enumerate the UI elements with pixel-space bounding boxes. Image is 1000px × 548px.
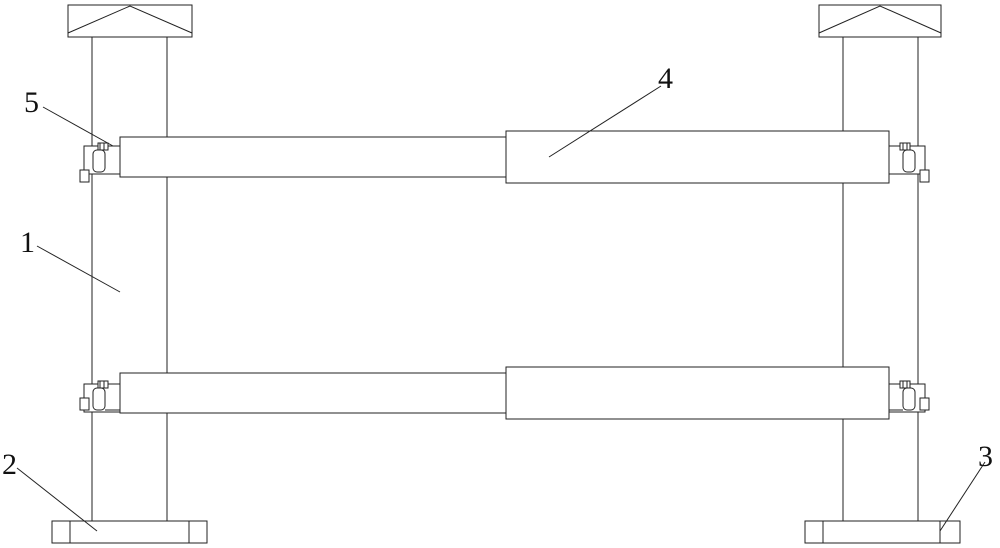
leader-line-4	[548, 85, 662, 158]
label-4: 4	[658, 62, 673, 95]
clamp-upper-left	[79, 142, 121, 183]
clamp-lower-left	[79, 380, 121, 413]
lower-rod-inner-tube	[119, 372, 507, 414]
left-base-plate	[51, 520, 208, 544]
upper-rod-outer-tube	[505, 130, 890, 184]
label-1: 1	[20, 226, 35, 259]
left-post	[91, 36, 168, 522]
left-post-cap	[67, 4, 193, 38]
label-2: 2	[2, 448, 17, 481]
clamp-upper-right	[888, 142, 930, 183]
leader-line-5	[42, 106, 114, 147]
label-3: 3	[978, 440, 993, 473]
lower-rod-outer-tube	[505, 366, 890, 420]
right-post	[842, 36, 919, 522]
leader-line-1	[36, 245, 121, 293]
right-post-cap	[818, 4, 942, 38]
leader-line-2	[16, 467, 98, 532]
leader-line-3	[939, 461, 986, 532]
clamp-lower-right	[888, 380, 930, 413]
right-base-plate	[804, 520, 961, 544]
label-5: 5	[24, 86, 39, 119]
upper-rod-inner-tube	[119, 136, 507, 178]
